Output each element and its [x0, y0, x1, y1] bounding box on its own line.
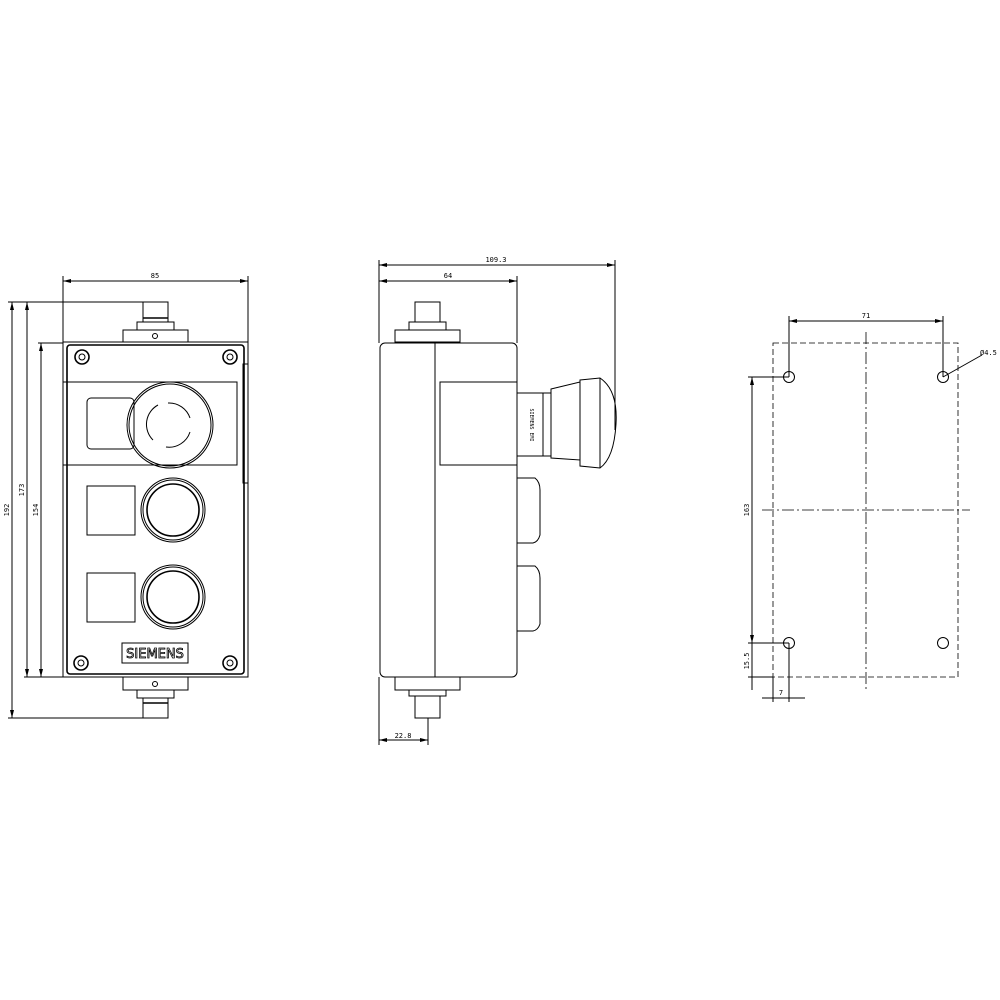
bottom-connector-side	[394, 676, 461, 719]
pushbutton-side	[517, 565, 541, 632]
dimension-hole-spacing-x: 71	[788, 312, 944, 377]
label-plate	[86, 485, 136, 536]
enclosure-side	[379, 342, 518, 678]
pushbutton-side	[517, 477, 541, 544]
label-band-side	[439, 381, 518, 466]
svg-text:7: 7	[779, 689, 783, 697]
dimension-hole-offset-x: 7	[762, 643, 805, 702]
enclosure-outline	[62, 341, 249, 678]
svg-text:Ø4.5: Ø4.5	[980, 349, 997, 357]
dimension-connector-offset: 22.8	[378, 677, 429, 745]
dimension-height-connector: 173	[18, 302, 63, 678]
emergency-stop-side: SIEMENS EMI	[516, 377, 617, 469]
front-view: SIEMENS 85 192 173 154	[3, 272, 249, 719]
top-connector-side	[394, 301, 461, 343]
dimension-depth-body: 64	[379, 272, 518, 343]
dimension-height-body: 154	[32, 342, 63, 677]
brand-label: SIEMENS	[126, 647, 184, 662]
dimension-hole-offset-y: 15.5	[743, 643, 773, 690]
enclosure-cover	[66, 344, 245, 675]
svg-text:192: 192	[3, 504, 11, 517]
dimension-width: 85	[62, 272, 249, 342]
emergency-stop-button	[126, 381, 214, 469]
dimension-hole-spacing-y: 163	[743, 376, 789, 644]
mounting-view: 71 Ø4.5 163 15.5 7	[743, 312, 997, 702]
svg-text:109.3: 109.3	[485, 256, 506, 264]
svg-text:15.5: 15.5	[743, 653, 751, 670]
label-plate	[86, 572, 136, 623]
dimension-depth-total: 109.3	[378, 256, 616, 430]
dimension-height-total: 192	[3, 301, 150, 719]
screw-icon	[73, 349, 238, 671]
bottom-connector	[122, 676, 189, 719]
svg-text:22.8: 22.8	[395, 732, 412, 740]
top-connector	[122, 301, 189, 343]
side-view: SIEMENS EMI 109.3 64 22.8	[378, 256, 617, 745]
side-strip	[242, 363, 249, 484]
dimension-hole-diameter: Ø4.5	[942, 349, 997, 378]
svg-text:154: 154	[32, 504, 40, 517]
svg-text:64: 64	[444, 272, 452, 280]
svg-text:SIEMENS EMI: SIEMENS EMI	[528, 408, 534, 441]
label-plate	[86, 397, 135, 450]
pushbutton	[140, 564, 206, 630]
svg-text:163: 163	[743, 504, 751, 517]
twist-release-arrows-icon	[146, 402, 191, 448]
svg-text:85: 85	[151, 272, 159, 280]
brand-badge	[121, 642, 189, 664]
svg-text:71: 71	[862, 312, 870, 320]
pushbutton	[140, 477, 206, 543]
label-band	[62, 381, 238, 466]
svg-text:173: 173	[18, 484, 26, 497]
